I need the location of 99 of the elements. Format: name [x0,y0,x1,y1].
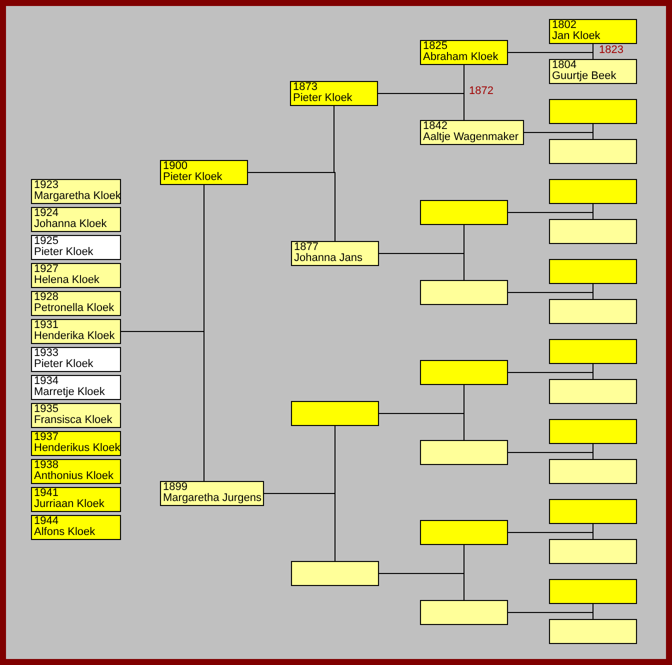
person-name: Jan Kloek [552,31,602,42]
empty-person-box [420,280,508,305]
person-box [420,40,508,65]
person-box [31,375,121,400]
connector-line [524,132,594,140]
connector-line [508,612,594,620]
person-box [31,291,121,316]
empty-person-box [549,419,637,444]
empty-person-box [291,561,379,586]
birth-year: 1935 [34,404,60,415]
birth-year: 1941 [34,488,60,499]
connector-line [508,372,594,380]
connector-line [508,52,594,60]
person-box [31,319,121,344]
birth-year: 1944 [34,516,60,527]
birth-year: 1825 [423,41,448,52]
person-name: Henderika Kloek [34,331,116,342]
person-name: Guurtje Beek [552,71,618,82]
connector-line [378,573,464,600]
person-name: Johanna Kloek [34,219,108,230]
person-name: Johanna Jans [294,253,364,264]
empty-person-box [549,99,637,124]
birth-year: 1925 [34,236,60,247]
connector-line [378,253,464,280]
connector-line [378,413,464,440]
birth-year: 1928 [34,292,60,303]
person-box [31,403,121,428]
person-box [291,241,379,266]
person-box [290,81,378,106]
connector-line [120,331,204,482]
person-name: Aaltje Wagenmaker [423,132,520,143]
birth-year: 1924 [34,208,60,219]
person-box [31,207,121,232]
person-name: Abraham Kloek [423,52,500,63]
person-name: Petronella Kloek [34,303,116,314]
connector-line [508,292,594,300]
person-box [549,59,637,84]
birth-year: 1804 [552,60,578,71]
birth-year: 1937 [34,432,60,443]
connector-line [248,172,336,242]
connector-line [508,212,594,220]
empty-person-box [420,600,508,625]
person-name: Pieter Kloek [34,247,94,258]
person-box [420,120,524,145]
person-name: Henderikus Kloek [34,443,118,454]
person-box [31,179,121,204]
person-name: Jurriaan Kloek [34,499,106,510]
person-box [31,431,121,456]
empty-person-box [420,520,508,545]
birth-year: 1934 [34,376,60,387]
connector-line [378,93,464,120]
birth-year: 1842 [423,121,448,132]
person-box [160,481,264,506]
birth-year: 1802 [552,20,578,31]
person-name: Pieter Kloek [34,359,94,370]
person-box [31,515,121,540]
empty-person-box [549,539,637,564]
birth-year: 1900 [163,161,188,172]
birth-year: 1873 [293,82,318,93]
birth-year: 1938 [34,460,60,471]
empty-person-box [549,499,637,524]
empty-person-box [420,200,508,225]
person-box [160,160,248,185]
empty-person-box [549,379,637,404]
person-name: Pieter Kloek [163,172,224,183]
person-name: Helena Kloek [34,275,100,286]
empty-person-box [549,579,637,604]
birth-year: 1931 [34,320,60,331]
person-box [31,235,121,260]
empty-person-box [549,219,637,244]
person-name: Alfons Kloek [34,527,96,538]
empty-person-box [420,440,508,465]
person-name: Margaretha Kloek [34,191,118,202]
person-box [31,263,121,288]
person-box [31,487,121,512]
empty-person-box [549,339,637,364]
empty-person-box [549,459,637,484]
empty-person-box [549,259,637,284]
birth-year: 1933 [34,348,60,359]
person-name: Margaretha Jurgens [163,493,261,504]
empty-person-box [549,299,637,324]
empty-person-box [291,401,379,426]
birth-year: 1923 [34,180,60,191]
person-name: Anthonius Kloek [34,471,114,482]
empty-person-box [549,139,637,164]
connector-line [508,452,594,460]
empty-person-box [549,179,637,204]
person-box [31,347,121,372]
person-name: Fransisca Kloek [34,415,114,426]
empty-person-box [549,619,637,644]
person-box [31,459,121,484]
birth-year: 1899 [163,482,188,493]
empty-person-box [420,360,508,385]
person-name: Pieter Kloek [293,93,354,104]
person-box [549,19,637,44]
birth-year: 1927 [34,264,60,275]
birth-year: 1877 [294,242,320,253]
person-name: Marretje Kloek [34,387,106,398]
connector-line [508,532,594,540]
